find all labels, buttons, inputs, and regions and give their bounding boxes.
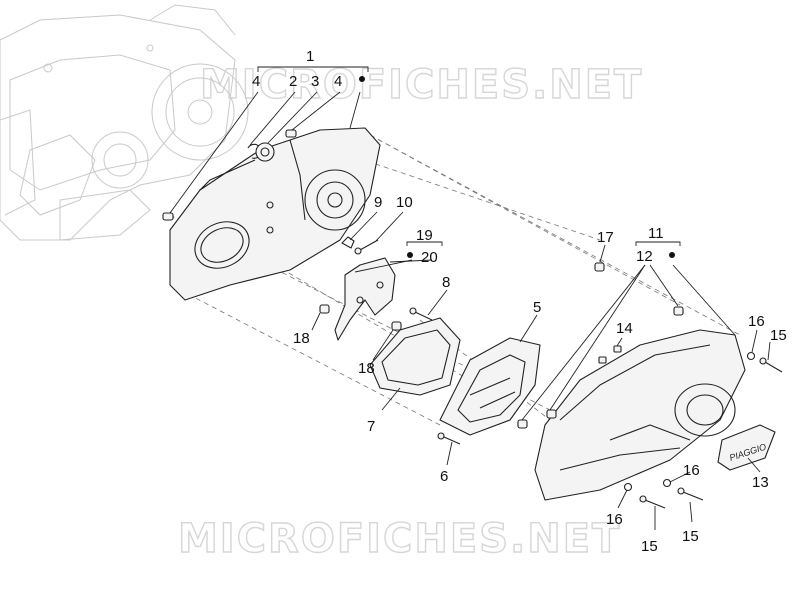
callout-7: 7: [367, 418, 375, 435]
callout-15-right: 15: [770, 327, 787, 344]
screw-part-15: [639, 357, 783, 509]
callout-16-bottom: 16: [606, 511, 623, 528]
callout-5: 5: [533, 299, 541, 316]
leader-lines: [169, 66, 771, 530]
callout-20: 20: [421, 249, 438, 266]
cooling-duct-part-5: [439, 337, 541, 436]
callout-18-right: 18: [358, 360, 375, 377]
watermark-bottom: MICROFICHES.NET: [178, 516, 621, 562]
callout-1: 1: [306, 48, 314, 65]
callout-18-left: 18: [293, 330, 310, 347]
callout-9: 9: [374, 194, 382, 211]
dowel-pin-part-4: [162, 129, 297, 221]
watermark-top: MICROFICHES.NET: [200, 62, 643, 108]
callout-8: 8: [442, 274, 450, 291]
engine-assembly-ghost: [0, 4, 249, 241]
insert-part-14: [598, 345, 622, 364]
stud-part-17: [594, 262, 605, 272]
bearing-part-3: [255, 142, 275, 162]
outer-transmission-cover-part-11: [534, 329, 746, 501]
inner-transmission-cover: [169, 127, 381, 301]
logo-badge-part-13: PIAGGIO: [717, 424, 776, 471]
callout-15-bottom-left: 15: [641, 538, 658, 555]
callout-13: 13: [752, 474, 769, 491]
washer-part-16: [623, 351, 756, 492]
bullet-markers: [359, 76, 675, 258]
callout-2: 2: [289, 73, 297, 90]
callout-4-left: 4: [252, 73, 260, 90]
callout-14: 14: [616, 320, 633, 337]
callout-11: 11: [648, 225, 664, 242]
bracket-part-19-20: [334, 257, 396, 341]
screw-part-10: [354, 239, 379, 255]
callout-16-middle: 16: [683, 462, 700, 479]
air-duct-seal-part-7: [369, 317, 461, 396]
callout-15-bottom-right: 15: [682, 528, 699, 545]
screw-part-8: [409, 307, 433, 321]
callout-10: 10: [396, 194, 413, 211]
callout-16-right: 16: [748, 313, 765, 330]
callout-3: 3: [311, 73, 319, 90]
callout-19: 19: [416, 227, 433, 244]
callout-numbers: 1 4 2 3 4 9 10 19 20 8 5 18 18 7 6 17 11…: [252, 48, 787, 555]
callout-12: 12: [636, 248, 653, 265]
screw-part-6: [437, 432, 461, 445]
callout-17: 17: [597, 229, 614, 246]
callout-4-right: 4: [334, 73, 342, 90]
nut-part-18: [319, 304, 402, 331]
clip-part-9: [341, 236, 355, 249]
callout-6: 6: [440, 468, 448, 485]
